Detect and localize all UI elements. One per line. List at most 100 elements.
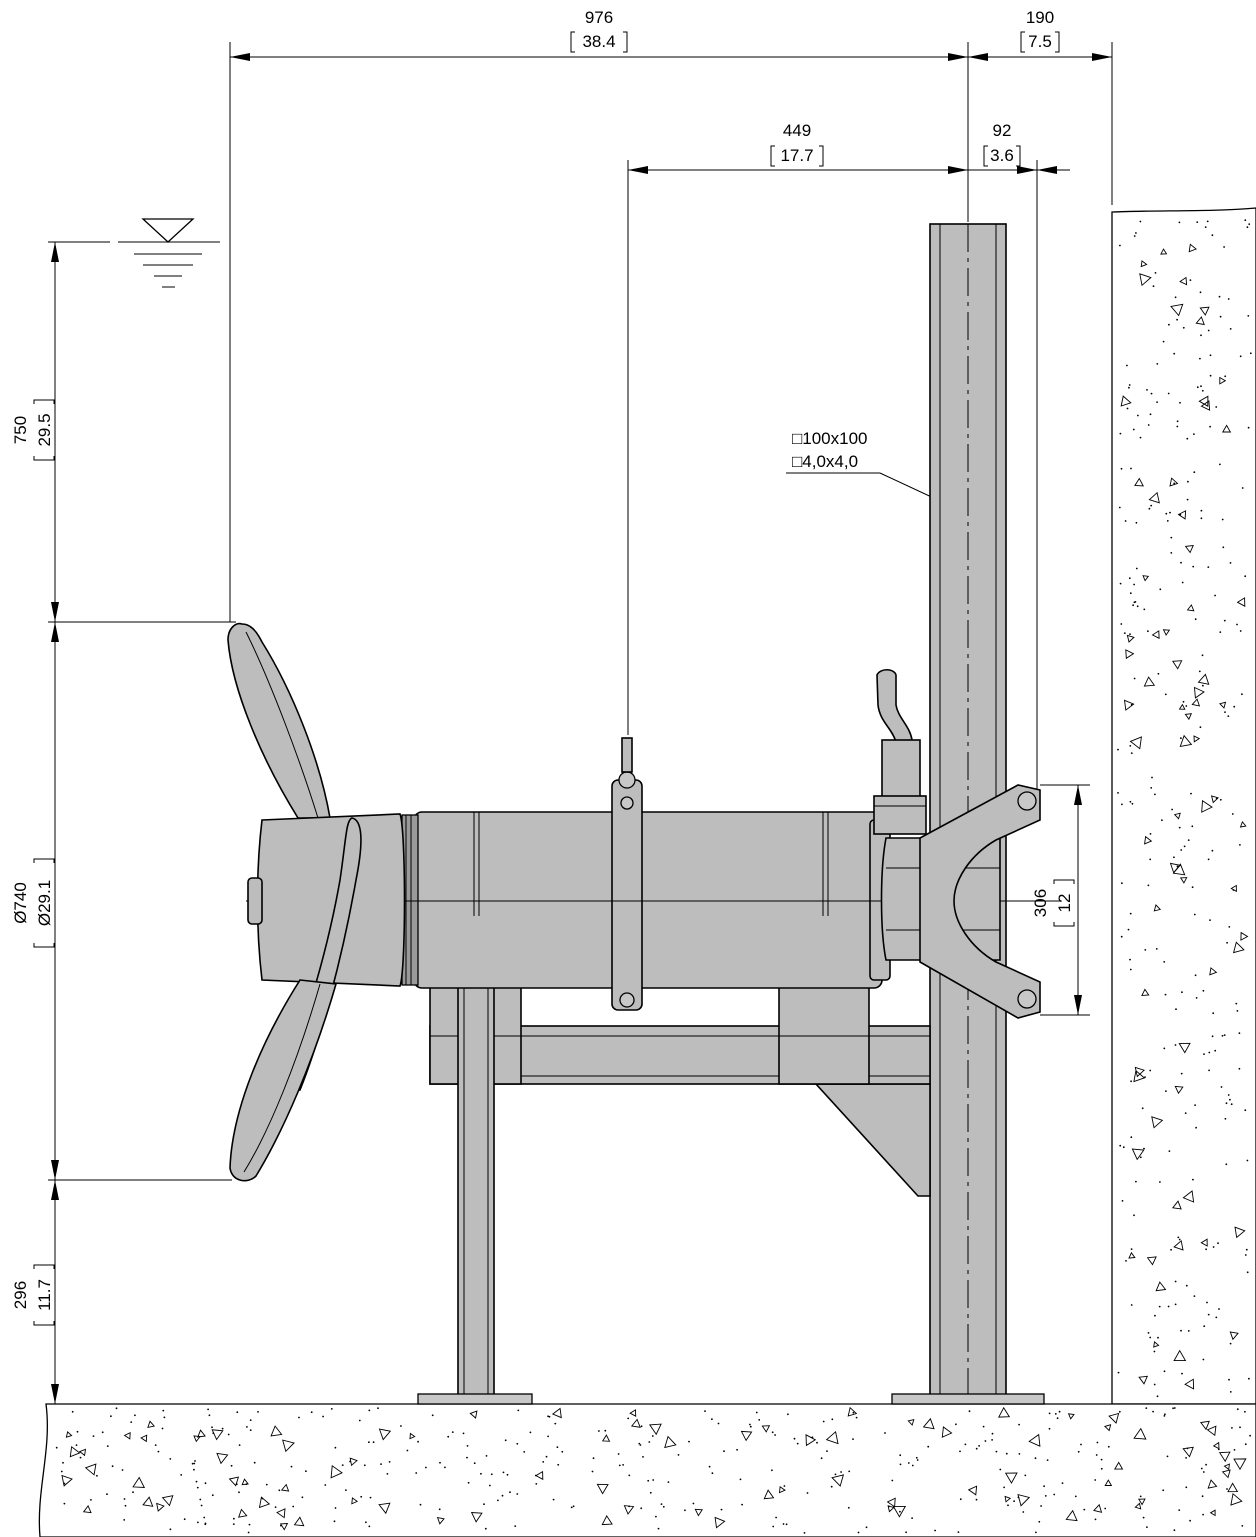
aggregate-dot [301, 1496, 304, 1499]
aggregate-dot [1236, 1010, 1239, 1012]
concrete-wall [1111, 207, 1256, 1405]
aggregate-dot [1202, 684, 1204, 687]
aggregate-mark [1160, 248, 1168, 255]
aggregate-dot [652, 1479, 655, 1481]
aggregate-dot [755, 1411, 758, 1414]
aggregate-dot [1238, 1032, 1241, 1035]
aggregate-dot [290, 1465, 293, 1468]
aggregate-dot [1217, 1242, 1219, 1245]
aggregate-dot [123, 1498, 126, 1500]
aggregate-dot [203, 1516, 206, 1519]
aggregate-mark [409, 1432, 416, 1440]
aggregate-dot [1154, 272, 1157, 274]
aggregate-dot [1215, 406, 1218, 408]
aggregate-dot [71, 1410, 74, 1413]
aggregate-dot [1185, 1284, 1188, 1287]
cable-gland [873, 668, 927, 835]
aggregate-dot [1159, 588, 1162, 591]
aggregate-dot [991, 1439, 993, 1441]
aggregate-dot [1224, 711, 1226, 713]
aggregate-dot [194, 1460, 196, 1462]
aggregate-mark [1142, 575, 1150, 582]
aggregate-mark [1209, 1509, 1216, 1517]
aggregate-mark [1221, 1469, 1231, 1479]
aggregate-dot [1130, 752, 1133, 754]
aggregate-mark [1173, 1349, 1187, 1362]
aggregate-dot [1163, 1370, 1166, 1373]
aggregate-mark [805, 1434, 817, 1447]
aggregate-dot [523, 1451, 526, 1453]
aggregate-mark [241, 1478, 249, 1486]
aggregate-dot [1180, 1329, 1182, 1332]
mount-offset-mm: 449 [783, 121, 811, 140]
aggregate-dot [1189, 279, 1192, 281]
aggregate-dot [1147, 630, 1149, 633]
aggregate-dot [191, 1462, 194, 1465]
aggregate-mark [847, 1406, 858, 1417]
aggregate-dot [911, 1517, 913, 1519]
aggregate-dot [197, 1521, 199, 1524]
aggregate-mark [1151, 630, 1160, 640]
aggregate-dot [1174, 296, 1177, 299]
aggregate-dot [1208, 1051, 1211, 1054]
aggregate-dot [265, 1483, 268, 1486]
aggregate-dot [363, 1464, 366, 1467]
aggregate-dot [964, 1443, 967, 1446]
aggregate-dot [1179, 513, 1182, 516]
aggregate-dot [1013, 1500, 1015, 1503]
aggregate-dot [1207, 329, 1210, 332]
aggregate-dot [504, 1439, 507, 1442]
aggregate-dot [169, 1458, 172, 1460]
floor-clearance-mm: 296 [11, 1281, 30, 1309]
aggregate-dot [1156, 401, 1158, 403]
aggregate-mark [378, 1428, 392, 1441]
aggregate-dot [79, 1456, 82, 1459]
aggregate-mark [1104, 1479, 1113, 1486]
aggregate-dot [1130, 1304, 1133, 1306]
aggregate-dot [774, 1434, 776, 1436]
aggregate-mark [1173, 1239, 1184, 1251]
aggregate-mark [1236, 597, 1246, 607]
aggregate-dot [1150, 787, 1153, 789]
aggregate-dot [1117, 748, 1119, 751]
aggregate-dot [1200, 1467, 1203, 1470]
aggregate-dot [349, 1460, 351, 1463]
aggregate-dot [552, 1498, 555, 1501]
aggregate-dot [1038, 1520, 1041, 1523]
aggregate-dot [711, 1472, 714, 1475]
aggregate-dot [365, 1521, 367, 1524]
aggregate-mark [907, 1418, 915, 1426]
aggregate-dot [208, 1414, 211, 1417]
aggregate-dot [212, 1432, 215, 1435]
aggregate-dot [1157, 1336, 1159, 1339]
aggregate-dot [415, 1472, 418, 1474]
aggregate-dot [368, 1441, 370, 1444]
aggregate-mark [1232, 941, 1245, 954]
aggregate-dot [130, 1421, 133, 1423]
aggregate-dot [466, 1445, 469, 1447]
aggregate-dot [995, 1450, 998, 1453]
aggregate-dot [502, 1471, 505, 1474]
aggregate-mark [1174, 1085, 1184, 1095]
aggregate-dot [1241, 1525, 1244, 1527]
aggregate-dot [968, 1410, 971, 1413]
aggregate-dot [529, 1431, 532, 1434]
aggregate-dot [249, 1429, 252, 1431]
aggregate-mark [596, 1483, 609, 1495]
aggregate-dot [247, 1531, 250, 1534]
aggregate-mark [1144, 835, 1153, 845]
aggregate-dot [1135, 567, 1138, 570]
aggregate-dot [1158, 1305, 1161, 1308]
aggregate-dot [106, 1493, 108, 1496]
aggregate-mark [1191, 698, 1201, 707]
aggregate-dot [704, 1410, 706, 1412]
aggregate-dot [1130, 1080, 1132, 1083]
aggregate-dot [204, 1482, 207, 1485]
aggregate-dot [298, 1416, 300, 1419]
aggregate-dot [1179, 401, 1181, 404]
aggregate-mark [1120, 395, 1132, 407]
aggregate-dot [547, 1435, 549, 1438]
aggregate-mark [1126, 634, 1135, 643]
aggregate-dot [1219, 798, 1222, 801]
aggregate-dot [1207, 858, 1210, 861]
